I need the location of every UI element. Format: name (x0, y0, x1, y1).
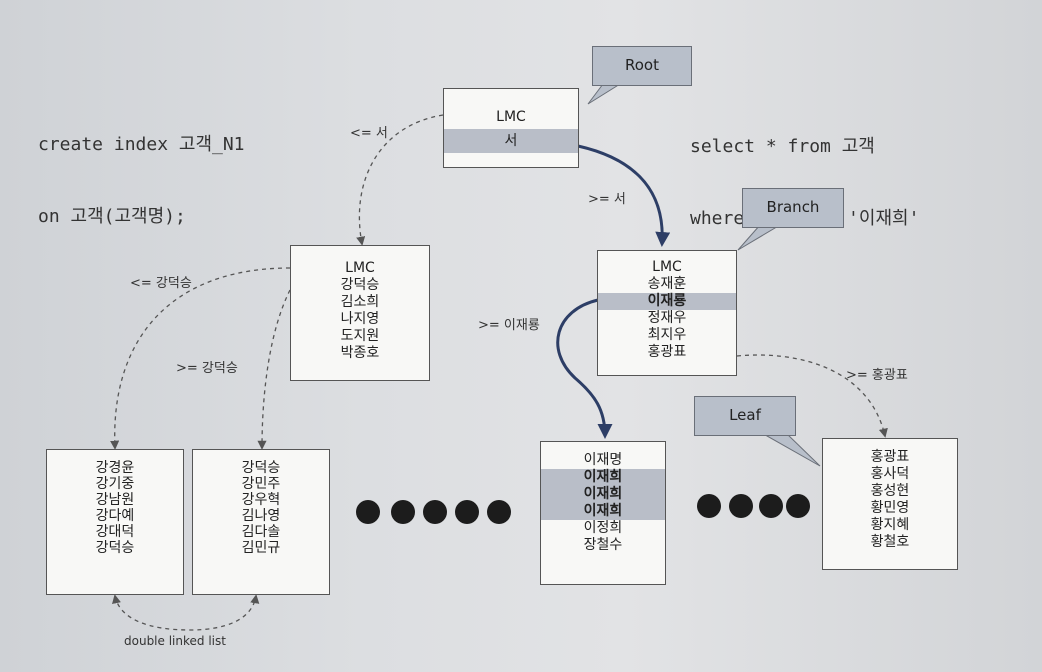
branch-right-entry: 송재훈 (647, 276, 687, 292)
leaf2-entry: 강우혁 (241, 492, 281, 508)
branch-left-entry: 도지원 (340, 328, 380, 344)
branch-block-left: LMC 강덕승 김소희 나지영 도지원 박종호 (290, 245, 430, 381)
sql-line: select * from 고객 (690, 136, 875, 157)
ellipsis-dot (487, 500, 511, 524)
leaf-block-right: 홍광표 홍사덕 홍성현 황민영 황지혜 황철호 (822, 438, 958, 570)
edge-label-le-kds: <= 강덕승 (130, 276, 192, 291)
branch-right-entry-highlighted: 이재룡 (598, 293, 736, 310)
root-block: LMC 서 (443, 88, 579, 168)
leaf2-entry: 강민주 (241, 476, 281, 492)
branch-right-entry: LMC (652, 259, 682, 275)
edge-branch-right-to-leaf-right (736, 354, 888, 438)
root-entry: 서 (444, 129, 578, 153)
branch-block-right: LMC 송재훈 이재룡 정재우 최지우 홍광표 (597, 250, 737, 376)
branch-right-entry: 홍광표 (647, 344, 687, 360)
leaf2-entry: 강덕승 (241, 460, 281, 476)
root-lmc: LMC (496, 109, 526, 125)
leaf2-entry: 김민규 (241, 540, 281, 556)
leaf1-entry: 강남원 (95, 492, 135, 508)
edge-label-ge-hgp: >= 홍광표 (846, 368, 908, 383)
ellipsis-dot (423, 500, 447, 524)
leaf-right-entry: 홍성현 (870, 483, 910, 499)
leaf1-entry: 강대덕 (95, 524, 135, 540)
branch-left-entry: LMC (345, 260, 375, 276)
leaf-target-entry: 이정희 (583, 520, 623, 536)
leaf-target-entry: 장철수 (583, 537, 623, 553)
leaf2-entry: 김다솔 (241, 524, 281, 540)
branch-left-entry: 김소희 (340, 294, 380, 310)
ellipsis-dot (729, 494, 753, 518)
leaf-block-1: 강경윤 강기중 강남원 강다예 강대덕 강덕승 (46, 449, 184, 595)
leaf-block-2: 강덕승 강민주 강우혁 김나영 김다솔 김민규 (192, 449, 330, 595)
ellipsis-dot (697, 494, 721, 518)
edge-label-ge-ljr: >= 이재룡 (478, 318, 540, 333)
branch-right-entry: 정재우 (647, 310, 687, 326)
edge-label-ge-seo: >= 서 (588, 192, 626, 207)
branch-left-entry: 나지영 (340, 311, 380, 327)
search-path-branch-to-leaf (556, 298, 613, 439)
edge-branch-left-to-leaf2 (257, 289, 291, 450)
leaf-target-entry-match: 이재희 (541, 469, 665, 486)
leaf1-entry: 강다예 (95, 508, 135, 524)
branch-left-entry: 박종호 (340, 345, 380, 361)
edge-double-linked-list (112, 594, 260, 631)
leaf-callout-tail (758, 431, 821, 467)
edge-label-le-seo: <= 서 (350, 126, 388, 141)
ellipsis-dot (759, 494, 783, 518)
branch-callout: Branch (742, 188, 844, 228)
leaf-right-entry: 황철호 (870, 534, 910, 550)
edge-branch-left-to-leaf1 (110, 267, 291, 450)
leaf2-entry: 김나영 (241, 508, 281, 524)
leaf-target-entry: 이재명 (583, 452, 623, 468)
sql-line: create index 고객_N1 (38, 134, 245, 155)
root-callout: Root (592, 46, 692, 86)
ellipsis-dot (391, 500, 415, 524)
leaf-target-entry-match: 이재희 (541, 486, 665, 503)
ellipsis-dot (356, 500, 380, 524)
branch-right-entry: 최지우 (647, 327, 687, 343)
leaf-right-entry: 홍광표 (870, 449, 910, 465)
root-callout-tail (587, 83, 622, 105)
leaf1-entry: 강경윤 (95, 460, 135, 476)
leaf1-entry: 강덕승 (95, 540, 135, 556)
search-path-root-to-branch (577, 144, 671, 247)
ellipsis-dot (455, 500, 479, 524)
leaf-right-entry: 황민영 (870, 500, 910, 516)
ellipsis-dot (786, 494, 810, 518)
edge-label-ge-kds: >= 강덕승 (176, 361, 238, 376)
branch-left-entry: 강덕승 (340, 277, 380, 293)
create-index-sql: create index 고객_N1 on 고객(고객명); (38, 88, 245, 249)
leaf-target-entry-match: 이재희 (541, 503, 665, 520)
leaf-block-target: 이재명 이재희 이재희 이재희 이정희 장철수 (540, 441, 666, 585)
leaf-right-entry: 홍사덕 (870, 466, 910, 482)
leaf1-entry: 강기중 (95, 476, 135, 492)
leaf-right-entry: 황지혜 (870, 517, 910, 533)
double-linked-list-caption: double linked list (124, 634, 226, 648)
leaf-callout: Leaf (694, 396, 796, 436)
sql-line: on 고객(고객명); (38, 206, 186, 227)
